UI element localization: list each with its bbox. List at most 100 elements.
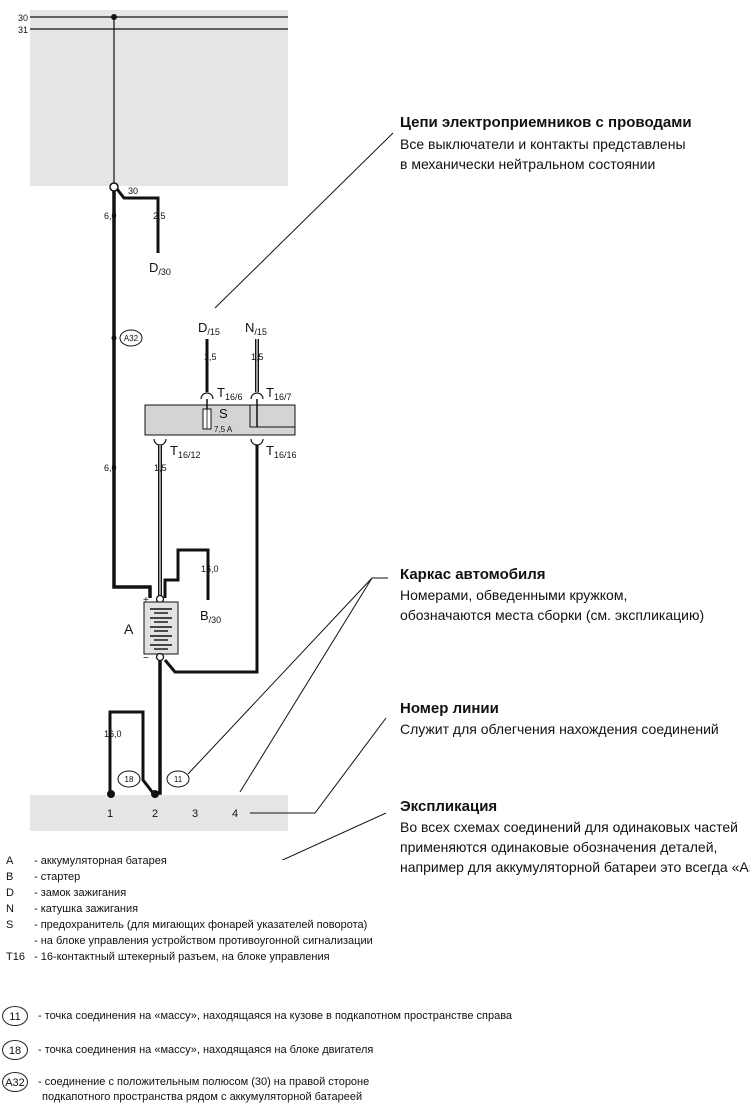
control-unit-block [144,404,296,436]
leader-body-4 [239,577,373,793]
annotation-circuits-title: Цепи электроприемников с проводами [400,114,692,131]
legend-key: D [6,887,14,899]
legend-row: T16 - 16-контактный штекерный разъем, на … [6,949,373,965]
annotation-line: применяются одинаковые обозначения детал… [400,839,718,855]
ground-legend-text: подкапотного пространства рядом с аккуму… [42,1091,363,1103]
legend-key: T16 [6,951,25,963]
battery-minus-sign: − [143,653,149,664]
label-t1612: T16/12 [170,443,200,460]
wire-size-d30: 2,5 [153,211,166,221]
bus-label-31: 31 [18,25,28,35]
a32-circle [119,329,143,347]
legend-text: - стартер [34,871,81,883]
leader-explication [281,812,387,860]
ground-legend-text: - соединение с положительным полюсом (30… [38,1076,370,1088]
battery-cells [150,608,172,650]
label-n15: N/15 [245,320,267,337]
control-unit-inner [249,404,296,428]
annotation-explication-body: Во всех схемах соединений для одинаковых… [400,817,750,877]
legend-key: B [6,871,14,883]
wire-size-d15: 1,5 [204,352,217,362]
lower-ground-panel [30,795,288,831]
main-wire-6mm [112,188,152,598]
annotation-line: Номерами, обведенными кружком, [400,587,628,603]
ground-circle-18 [117,770,141,788]
line-number-3: 3 [192,808,198,820]
ground-legend-circle: A32 [2,1072,28,1092]
battery-plus-terminal [155,594,165,604]
wire-size-main-lower: 6,0 [104,463,117,473]
label-b30: B/30 [200,608,221,625]
label-d15: D/15 [198,320,220,337]
leader-line-number [290,717,387,814]
legend-row: N - катушка зажигания [6,901,373,917]
component-legend: A - аккумуляторная батарея B - стартер D - … [6,853,373,965]
line-number-2: 2 [152,808,158,820]
legend-row: - на блоке управления устройством против… [6,933,373,949]
a32-circle-label: A32 [124,334,139,343]
annotation-line: в механически нейтральном состоянии [400,156,656,172]
wire-size-ground: 16,0 [104,729,122,739]
annotation-line: Служит для облегчения нахождения соедине… [400,721,719,737]
legend-row: D - замок зажигания [6,885,373,901]
legend-text: - на блоке управления устройством против… [34,935,373,947]
leader-circuits [214,132,394,309]
wire-size-main: 6,0 [104,211,117,221]
legend-row: A - аккумуляторная батарея [6,853,373,869]
legend-text: - замок зажигания [34,887,127,899]
legend-row: S - предохранитель (для мигающих фонарей … [6,917,373,933]
legend-text: - 16-контактный штекерный разъем, на бло… [34,951,330,963]
wire-size-t1612: 1,5 [154,463,167,473]
ground-legend-circle: 11 [2,1006,28,1026]
connector-t1616-symbol [250,438,264,446]
label-t167: T16/7 [266,385,291,402]
connector-t1612-symbol [153,438,167,446]
annotation-line-number-title: Номер линии [400,700,499,717]
wire-size-b30: 16,0 [201,564,219,574]
wire-battery-ground [155,660,162,795]
line-number-4: 4 [232,808,238,820]
label-t1616: T16/16 [266,443,296,460]
ground-circle-11 [166,770,190,788]
wire-ground-16mm [108,710,155,794]
legend-key: N [6,903,14,915]
ground-point-2 [151,790,159,798]
annotation-explication-title: Экспликация [400,798,498,815]
legend-text: - предохранитель (для мигающих фонарей у… [34,919,368,931]
ground-legend-circle: 18 [2,1040,28,1060]
legend-row: B - стартер [6,869,373,885]
legend-text: - катушка зажигания [34,903,139,915]
ground-legend-text: - точка соединения на «массу», находящая… [38,1010,513,1022]
annotation-line-number-body: Служит для облегчения нахождения соедине… [400,719,719,739]
branch-label-30: 30 [128,186,138,196]
annotation-body-body: Номерами, обведенными кружком, обозначаю… [400,585,704,625]
wire-d30 [115,188,160,253]
wiring-diagram: 30 31 30 6,0 2,5 D/30 A32 6,0 D/15 N/15 … [18,10,394,860]
battery-minus-terminal [155,652,165,662]
wire-b30 [163,548,210,600]
battery-body [143,601,179,655]
legend-key [6,933,34,949]
annotation-line: обозначаются места сборки (см. экспликац… [400,607,705,623]
connector-t167-symbol [250,392,264,400]
legend-text: - аккумуляторная батарея [34,855,167,867]
label-d30: D/30 [149,260,171,277]
ground-legend-text: - точка соединения на «массу», находящая… [38,1044,374,1056]
ground-circle-11-label: 11 [174,775,183,784]
terminal-30 [109,182,119,192]
label-battery-a: A [124,621,134,637]
label-t166: T16/6 [217,385,242,402]
label-fuse-rating: 7,5 A [214,425,233,434]
wire-size-n15: 1,5 [251,352,264,362]
line-number-1: 1 [107,808,113,820]
legend-key: A [6,855,14,867]
a32-junction-dot [111,335,117,341]
label-fuse-s: S [219,406,228,421]
bus-label-30: 30 [18,13,28,23]
connector-t166-symbol [200,392,214,400]
upper-bus-panel [30,10,288,186]
battery-plus-sign: + [143,595,149,606]
annotation-line: например для аккумуляторной батареи это … [400,859,750,875]
leader-body-11 [187,577,373,775]
legend-key: S [6,919,14,931]
